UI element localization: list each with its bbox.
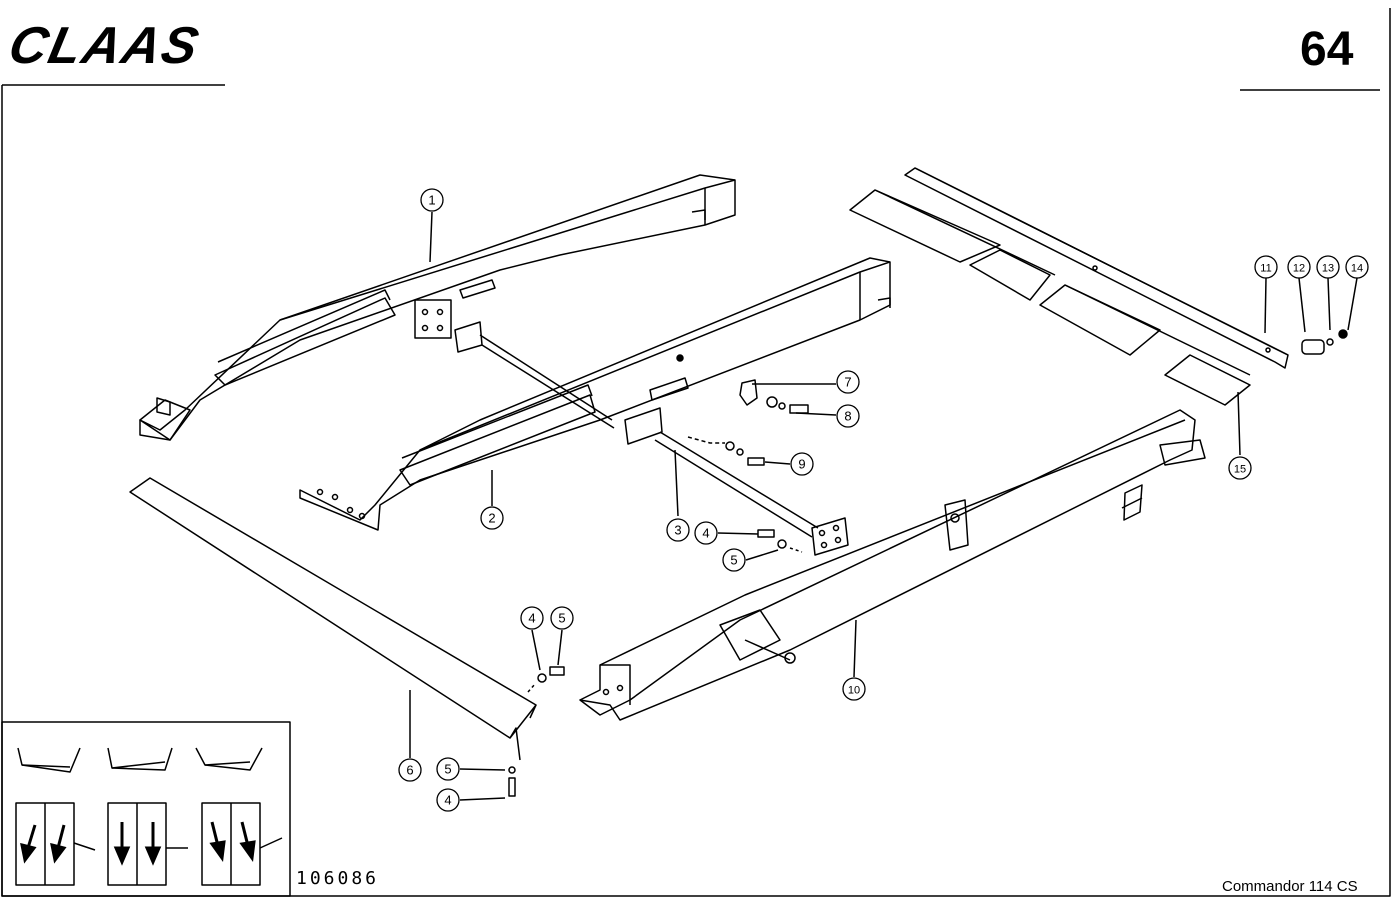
brand-logo: CLAAS	[3, 17, 206, 75]
callout-5: 5	[722, 548, 746, 572]
callout-label: 3	[674, 523, 681, 538]
callout-4: 4	[520, 606, 544, 630]
callout-label: 7	[844, 375, 851, 390]
callout-2: 2	[480, 506, 504, 530]
callout-label: 2	[488, 511, 495, 526]
callout-5: 5	[550, 606, 574, 630]
inset-box	[1, 721, 291, 897]
callout-label: 12	[1293, 263, 1305, 275]
callout-label: 14	[1351, 263, 1363, 275]
model-name: Commandor 114 CS	[1222, 878, 1358, 895]
page-number: 64	[1300, 23, 1354, 76]
callout-9: 9	[790, 452, 814, 476]
callout-10: 10	[842, 677, 866, 701]
callout-label: 13	[1322, 263, 1334, 275]
callout-13: 13	[1316, 255, 1340, 279]
hardware-set-middle	[757, 529, 803, 553]
frame-rail-left	[139, 174, 736, 441]
callout-label: 11	[1260, 263, 1271, 275]
cross-member	[454, 321, 849, 556]
callout-label: 5	[730, 553, 737, 568]
callout-label: 15	[1234, 464, 1246, 476]
callout-15: 15	[1228, 456, 1252, 480]
callout-1: 1	[420, 188, 444, 212]
inset-arrow-panels	[15, 802, 283, 886]
callout-label: 4	[528, 611, 535, 626]
callout-label: 9	[798, 457, 805, 472]
guide-plates	[849, 189, 1251, 406]
callout-label: 5	[558, 611, 565, 626]
callout-7: 7	[836, 370, 860, 394]
inset-arrows	[20, 821, 256, 866]
callout-11: 11	[1254, 255, 1278, 279]
callout-label: 6	[406, 763, 413, 778]
callout-5: 5	[436, 757, 460, 781]
hardware-set-upper	[687, 379, 809, 466]
outer-frame	[1, 8, 1391, 897]
frame-rail-center	[299, 257, 891, 531]
callout-3: 3	[666, 518, 690, 542]
callout-label: 4	[444, 793, 451, 808]
callout-8: 8	[836, 404, 860, 428]
callout-label: 5	[444, 762, 451, 777]
callout-label: 10	[848, 685, 860, 697]
callout-label: 4	[702, 526, 709, 541]
leader-lines	[409, 211, 1358, 801]
deflector-plate	[129, 477, 565, 797]
callout-label: 8	[844, 409, 851, 424]
inset-profiles	[17, 747, 263, 773]
callout-4: 4	[436, 788, 460, 812]
callout-4: 4	[694, 521, 718, 545]
callout-label: 1	[428, 193, 435, 208]
callout-12: 12	[1287, 255, 1311, 279]
frame-rail-right	[579, 409, 1206, 721]
rear-angle-bar	[904, 167, 1289, 369]
callout-14: 14	[1345, 255, 1369, 279]
bushing-set	[1301, 329, 1348, 355]
drawing-number: 106086	[296, 868, 380, 889]
callout-6: 6	[398, 758, 422, 782]
